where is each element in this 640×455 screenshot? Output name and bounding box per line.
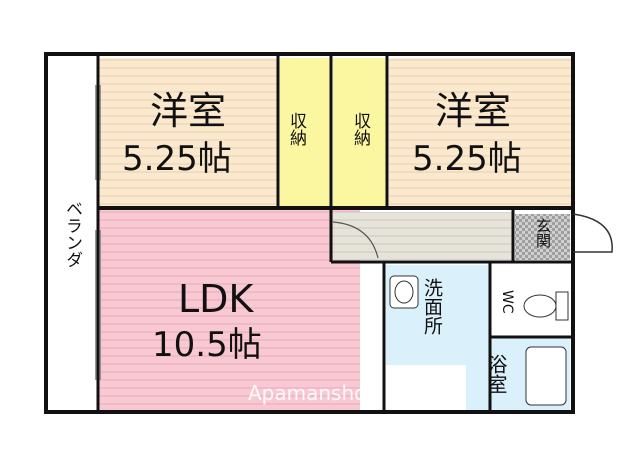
- kitchen-strip: [360, 262, 386, 410]
- west-room-size: 5.25帖: [122, 139, 232, 179]
- closet-b-label: 収納: [350, 112, 371, 147]
- ldk-type: LDK: [178, 277, 254, 321]
- window-marks: [95, 85, 101, 380]
- toilet-icon: [523, 291, 569, 321]
- closet-a-label: 収納: [286, 112, 307, 147]
- walls: [44, 52, 575, 414]
- veranda-area: [46, 56, 98, 414]
- corridor-door-swing: [332, 221, 379, 259]
- entrance-label: 玄関: [534, 218, 552, 249]
- bath-label: 浴室: [484, 354, 508, 394]
- east-room-floor: [389, 58, 573, 208]
- closet-b-floor: [333, 58, 387, 208]
- west-room-floor: [98, 58, 278, 208]
- ldk-floor: [98, 210, 360, 410]
- corridor-floor: [333, 212, 513, 260]
- closet-a-floor: [280, 58, 330, 208]
- watermark-text: Apamanshop: [248, 381, 379, 405]
- wc-label: WC: [499, 290, 515, 314]
- ldk-size: 10.5帖: [152, 325, 262, 365]
- bathtub-icon: [525, 346, 567, 406]
- entrance-floor: [515, 214, 570, 260]
- veranda-label: ベランダ: [62, 200, 82, 268]
- washroom-label: 洗面所: [421, 278, 443, 335]
- washbasin-icon: [389, 275, 419, 309]
- west-room-type: 洋室: [150, 89, 226, 133]
- east-room-type: 洋室: [435, 89, 511, 133]
- east-room-size: 5.25帖: [412, 139, 522, 179]
- entrance-door-swing: [572, 213, 613, 253]
